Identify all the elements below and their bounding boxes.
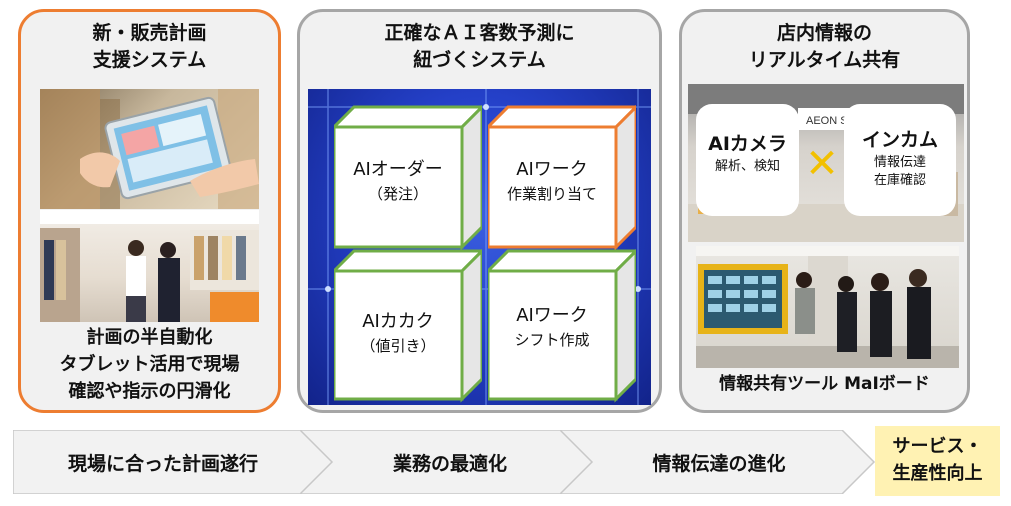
store-info-panel: 店内情報の リアルタイム共有 AEON STYLE AIカメラ 解析、検知 ✕ … xyxy=(679,9,970,413)
flow-step-2: 業務の最適化 xyxy=(300,430,600,494)
mai-board-illustration xyxy=(696,246,959,368)
flow-step-3: 情報伝達の進化 xyxy=(560,430,878,494)
sales-planning-title: 新・販売計画 支援システム xyxy=(92,22,207,71)
flow-arrow-3 xyxy=(560,430,876,494)
goal-box: サービス・ 生産性向上 xyxy=(875,426,1000,496)
cube-work-shift: AIワーク シフト作成 xyxy=(514,305,590,349)
cube-order: AIオーダー （発注） xyxy=(353,159,443,203)
mai-board-caption: 情報共有ツール MaIボード xyxy=(719,374,930,394)
tablet-photo xyxy=(40,89,259,209)
cube-work-assign: AIワーク 作業割り当て xyxy=(506,159,597,203)
cross-icon: ✕ xyxy=(805,141,839,187)
cube-pricing: AIカカク （値引き） xyxy=(360,311,436,355)
flow-step-3-label: 情報伝達の進化 xyxy=(652,452,786,475)
sales-planning-panel: 新・販売計画 支援システム xyxy=(18,9,281,413)
store-staff-illustration xyxy=(40,210,259,322)
store-info-title: 店内情報の リアルタイム共有 xyxy=(748,22,901,71)
ai-system-board: AIオーダー （発注） AIワーク 作業割り当て AIカカク （値引き） xyxy=(308,89,651,405)
cube-work-assign-top xyxy=(484,103,640,255)
cube-pricing-top xyxy=(330,247,486,405)
tablet-illustration xyxy=(40,89,259,209)
flow-step-1-label: 現場に合った計画遂行 xyxy=(67,452,258,475)
ai-camera-bubble: AIカメラ 解析、検知 xyxy=(696,104,799,216)
flow-step-2-label: 業務の最適化 xyxy=(392,452,507,475)
sales-planning-benefits: 計画の半自動化 タブレット活用で現場 確認や指示の円滑化 xyxy=(59,327,240,402)
cube-work-shift-top xyxy=(484,247,640,405)
mai-board-photo xyxy=(696,246,959,368)
flow-step-1: 現場に合った計画遂行 xyxy=(13,430,341,494)
cube-order-top xyxy=(330,103,486,255)
ai-forecast-title: 正確なＡＩ客数予測に 紐づくシステム xyxy=(384,22,575,71)
store-staff-photo xyxy=(40,210,259,322)
flow-arrow-2 xyxy=(300,430,600,494)
ai-forecast-panel: 正確なＡＩ客数予測に 紐づくシステム xyxy=(297,9,662,413)
intercom-bubble: インカム 情報伝達 在庫確認 xyxy=(844,104,956,216)
